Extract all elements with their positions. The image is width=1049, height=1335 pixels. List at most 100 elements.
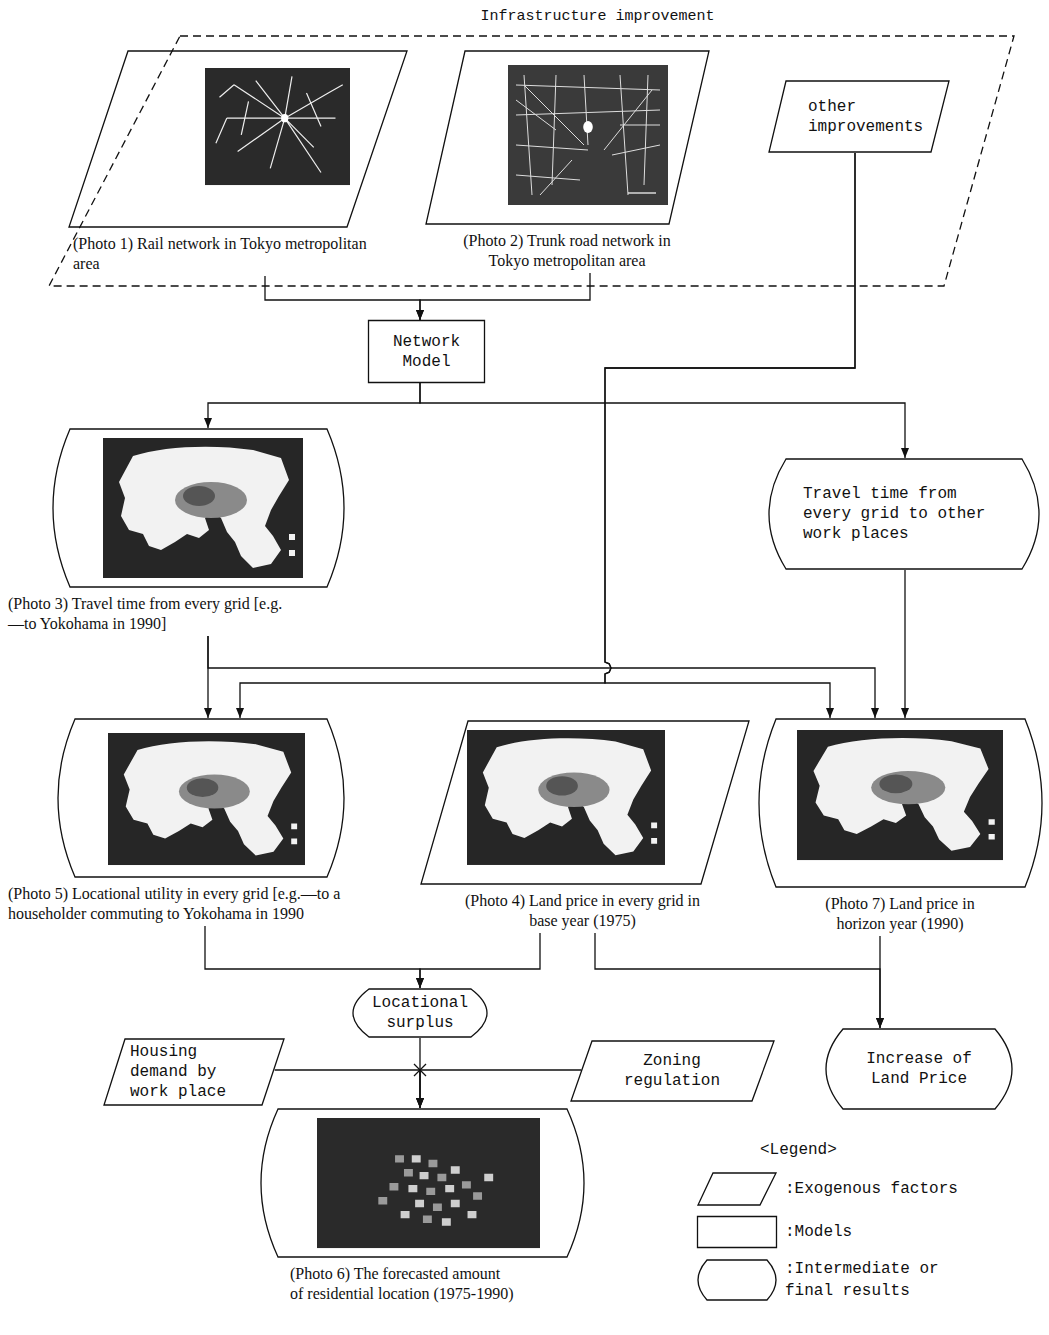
photo-ground [103, 438, 303, 578]
shape-outline [69, 51, 407, 227]
shape-outline [58, 719, 344, 877]
result-photo: (Photo 6) The forecasted amount of resid… [260, 1108, 585, 1306]
legend-row: :Models [695, 1216, 1025, 1248]
dashed-outline [49, 36, 1014, 286]
photo-roads [508, 65, 668, 205]
shape-outline [759, 719, 1042, 887]
exogenous-photo: (Photo 1) Rail network in Tokyo metropol… [68, 50, 408, 276]
kanto-map [124, 741, 297, 855]
shape-outline [421, 721, 749, 884]
flow-connector [420, 273, 590, 320]
shape-outline [426, 51, 709, 224]
grid-cells [378, 1155, 482, 1223]
model-box: Network Model [368, 320, 485, 383]
flow-connector [208, 636, 875, 718]
result-photo: (Photo 3) Travel time from every grid [e… [5, 428, 350, 636]
exogenous-photo: (Photo 4) Land price in every grid in ba… [415, 720, 750, 933]
result-photo: (Photo 5) Locational utility in every gr… [5, 718, 390, 926]
flow-connector [420, 933, 540, 988]
photo-travel-time [103, 438, 303, 578]
shape-outline [571, 1041, 774, 1101]
photo-ground [467, 730, 665, 865]
photo-ground [108, 733, 305, 865]
photo-ground [317, 1118, 540, 1248]
flow-connector [904, 570, 905, 718]
result-box: Increase of Land Price [825, 1028, 1013, 1110]
photo-caption: (Photo 2) Trunk road network in Tokyo me… [462, 231, 672, 271]
photo-caption: (Photo 5) Locational utility in every gr… [8, 884, 388, 924]
model-label: Network Model [379, 332, 474, 372]
rail-lines [216, 76, 343, 172]
photo-caption: (Photo 6) The forecasted amount of resid… [290, 1264, 515, 1304]
result-box: Locational surplus [352, 988, 488, 1038]
exogenous-photo: (Photo 2) Trunk road network in Tokyo me… [425, 50, 710, 273]
result-label: Locational surplus [368, 993, 472, 1033]
photo-utility [108, 733, 305, 865]
node-outline [368, 320, 485, 383]
legend-text: :Exogenous factors [785, 1178, 985, 1200]
factor-label: Housing demand by work place [130, 1042, 260, 1102]
flow-connector [595, 933, 880, 1028]
node-outline [52, 428, 345, 588]
shape-outline [104, 1039, 284, 1105]
legend-panel: <Legend> :Exogenous factors :Models :Interm… [695, 1140, 1025, 1313]
photo-caption: (Photo 7) Land price in horizon year (19… [800, 894, 1000, 934]
swatch-shape [698, 1260, 776, 1300]
legend-swatch [695, 1259, 779, 1301]
node-outline [570, 1040, 775, 1102]
result-label: Travel time from every grid to other wor… [803, 484, 1013, 544]
photo-caption: (Photo 4) Land price in every grid in ba… [460, 891, 705, 931]
legend-row: :Exogenous factors [695, 1172, 1025, 1206]
rail-hub [281, 114, 288, 122]
photo-base-price [467, 730, 665, 865]
photo-caption: (Photo 3) Travel time from every grid [e… [8, 594, 298, 634]
shape-outline [769, 459, 1039, 569]
exogenous-group: Infrastructure improvement(Photo 1) Rail… [48, 35, 1015, 287]
flow-connector [275, 1070, 420, 1108]
factor-label: Zoning regulation [612, 1051, 732, 1091]
flow-connector [208, 383, 420, 428]
road-hub [583, 121, 593, 133]
node-outline [57, 718, 345, 878]
factor-label: other improvements [808, 97, 938, 137]
node-outline [420, 720, 750, 885]
photo-rail [205, 68, 350, 185]
kanto-map [119, 447, 295, 568]
shape-outline [769, 81, 949, 152]
result-photo: (Photo 7) Land price in horizon year (19… [755, 718, 1045, 936]
photo-caption: (Photo 1) Rail network in Tokyo metropol… [73, 234, 373, 274]
kanto-map [813, 738, 994, 851]
shape-outline [353, 989, 487, 1037]
node-outline [758, 718, 1043, 888]
grid-cells [401, 1155, 494, 1226]
kanto-map [483, 738, 657, 855]
node-outline [825, 1028, 1013, 1110]
photo-ground [508, 65, 668, 205]
road-lines [516, 75, 660, 195]
legend-swatch [695, 1172, 779, 1206]
shape-outline [826, 1029, 1012, 1109]
shape-outline [369, 321, 485, 383]
node-outline [68, 50, 408, 228]
legend-text: :Intermediate or final results [785, 1258, 985, 1303]
node-outline [768, 80, 950, 153]
photo-ground [205, 68, 350, 185]
exogenous-factor: Housing demand by work place [103, 1038, 285, 1106]
legend-heading: <Legend> [760, 1140, 1025, 1160]
photo-residential [317, 1118, 540, 1248]
group-heading: Infrastructure improvement [180, 8, 1015, 27]
shape-outline [261, 1109, 584, 1257]
node-outline [260, 1108, 585, 1258]
scale-bar [628, 192, 656, 193]
exogenous-factor: Zoning regulation [570, 1040, 775, 1102]
legend-swatch [695, 1216, 779, 1248]
flow-connector [420, 383, 905, 458]
shape-outline [53, 429, 344, 587]
node-outline [425, 50, 710, 225]
swatch-shape [698, 1217, 777, 1248]
flow-connector [879, 936, 880, 1028]
photo-ground [797, 730, 1003, 860]
flow-connector [205, 926, 420, 988]
